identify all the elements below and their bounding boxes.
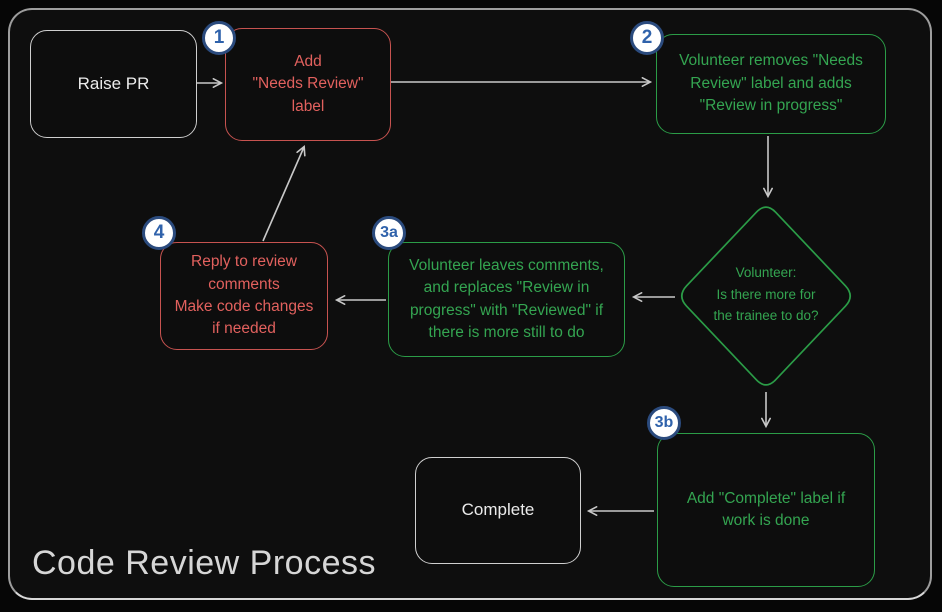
node-add-needs-review-label: Add "Needs Review" label — [225, 28, 391, 141]
node-volunteer-leaves-comments: Volunteer leaves comments, and replaces … — [388, 242, 625, 357]
step-badge-2: 2 — [630, 21, 664, 55]
node-raise-pr: Raise PR — [30, 30, 197, 138]
step-badge-1: 1 — [202, 21, 236, 55]
decision-diamond-label: Volunteer: Is there more for the trainee… — [713, 265, 819, 324]
step-badge-3b: 3b — [647, 406, 681, 440]
step-badge-4: 4 — [142, 216, 176, 250]
node-reply-to-review-comments: Reply to review comments Make code chang… — [160, 242, 328, 350]
node-complete: Complete — [415, 457, 581, 564]
diagram-title: Code Review Process — [32, 544, 376, 582]
step-badge-3a: 3a — [372, 216, 406, 250]
node-volunteer-removes-label: Volunteer removes "Needs Review" label a… — [656, 34, 886, 134]
node-add-complete-label: Add "Complete" label if work is done — [657, 433, 875, 587]
